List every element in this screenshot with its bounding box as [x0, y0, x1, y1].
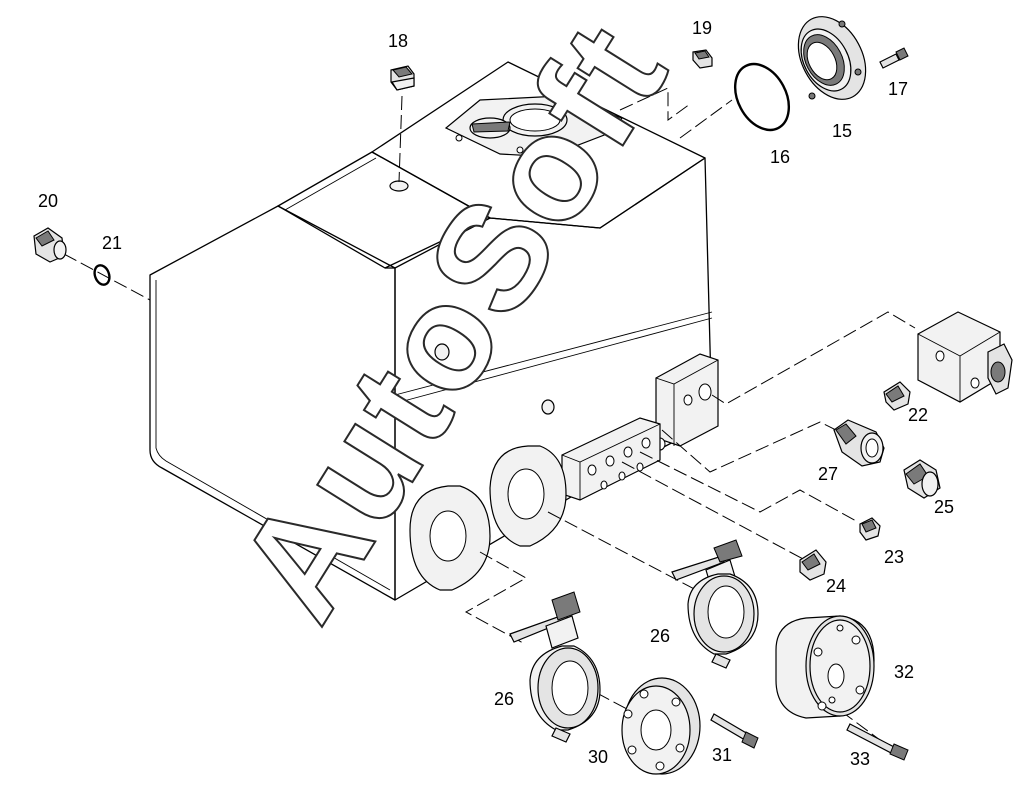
butterfly-valve-26-upper [671, 539, 759, 669]
plug-20 [33, 227, 67, 263]
o-ring-16 [733, 62, 791, 132]
callout-20: 20 [38, 191, 58, 211]
callout-21: 21 [102, 233, 122, 253]
callout-30: 30 [588, 747, 608, 767]
callout-16: 16 [770, 147, 790, 167]
screw-17 [879, 47, 909, 69]
fitting-23 [859, 517, 881, 541]
callout-19: 19 [692, 18, 712, 38]
adaptor-27 [833, 419, 885, 467]
butterfly-valve-26-lower [509, 591, 601, 743]
o-ring-21 [93, 264, 111, 286]
housing [149, 61, 719, 601]
callout-17: 17 [888, 79, 908, 99]
callout-25: 25 [934, 497, 954, 517]
callout-26-lower: 26 [494, 689, 514, 709]
callout-18: 18 [388, 31, 408, 51]
callout-27: 27 [818, 464, 838, 484]
bolt-33 [846, 723, 909, 761]
fitting-24 [799, 549, 827, 581]
callout-26-upper: 26 [650, 626, 670, 646]
fitting-22 [883, 381, 911, 411]
fitting-25 [903, 459, 941, 499]
callout-23: 23 [884, 547, 904, 567]
bolt-31 [710, 713, 759, 749]
flange-30 [621, 677, 701, 775]
callout-24: 24 [826, 576, 846, 596]
seal-housing-15 [797, 16, 867, 100]
callout-22: 22 [908, 405, 928, 425]
plug-19 [692, 49, 713, 69]
callout-32: 32 [894, 662, 914, 682]
plug-18 [390, 65, 415, 91]
callout-33: 33 [850, 749, 870, 769]
callout-31: 31 [712, 745, 732, 765]
callouts: 18 19 17 15 16 20 21 22 27 25 23 24 26 3… [38, 18, 954, 769]
callout-15: 15 [832, 121, 852, 141]
adapter-32 [775, 615, 875, 719]
valve-block [917, 311, 1013, 403]
